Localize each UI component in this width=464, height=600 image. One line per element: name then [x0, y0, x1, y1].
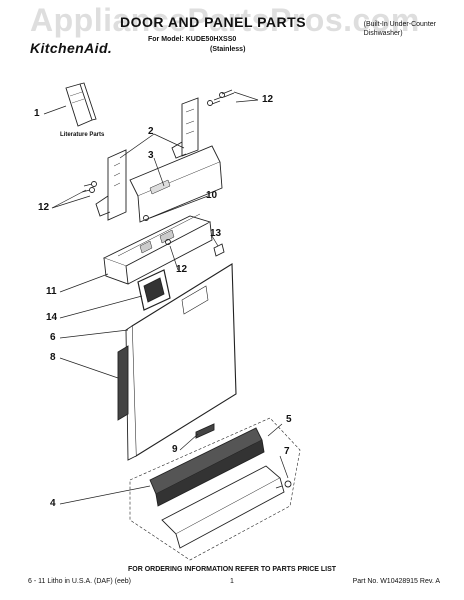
literature-parts-label: Literature Parts: [60, 132, 105, 138]
callout-8: 8: [50, 352, 56, 363]
ordering-note: FOR ORDERING INFORMATION REFER TO PARTS …: [127, 566, 337, 573]
callout-5: 5: [286, 414, 292, 425]
control-panel-frame: [129, 145, 223, 223]
latch-clip: [213, 243, 225, 257]
appliance-type-line1: (Built-In Under-Counter: [363, 21, 436, 28]
leader-lines: [43, 91, 289, 505]
appliance-type: (Built-In Under-Counter Dishwasher): [364, 20, 436, 38]
hinge-screws-right: [207, 89, 235, 106]
toe-panel-insulation: [149, 427, 265, 507]
insulation-pad: [117, 345, 129, 421]
door-handle: [137, 269, 171, 311]
page-title: DOOR AND PANEL PARTS: [120, 14, 307, 30]
left-hinge-bracket: [95, 149, 127, 221]
callout-1: 1: [34, 108, 40, 119]
litho-info: 6 - 11 Litho in U.S.A. (DAF) (eeb): [28, 578, 131, 585]
appliance-type-line2: Dishwasher): [363, 30, 403, 37]
callout-3: 3: [148, 150, 154, 161]
callout-12-left: 12: [38, 202, 50, 213]
callout-4: 4: [50, 498, 56, 509]
toe-panel: [129, 417, 301, 561]
callout-12-mid: 12: [176, 264, 188, 275]
callout-2: 2: [148, 126, 154, 137]
finish-label: (Stainless): [210, 46, 246, 53]
watermark: AppliancePartsPros.com: [30, 2, 420, 38]
outer-door-panel: [125, 263, 237, 461]
control-assembly: [102, 213, 213, 285]
callout-9: 9: [172, 444, 178, 455]
part-number: Part No. W10428915 Rev. A: [352, 578, 440, 585]
door-label: [195, 423, 215, 439]
callout-7: 7: [284, 446, 290, 457]
callout-14: 14: [46, 312, 58, 323]
callout-10: 10: [206, 190, 218, 201]
literature-booklet: [65, 82, 97, 127]
model-line: For Model: KUDE50HXSS0: [148, 36, 237, 43]
callout-12-top: 12: [262, 94, 274, 105]
right-hinge-bracket: [171, 97, 199, 159]
brand-logo: KitchenAid.: [30, 40, 113, 56]
callout-6: 6: [50, 332, 56, 343]
page-number: 1: [230, 578, 234, 585]
callout-13: 13: [210, 228, 222, 239]
toe-panel-screw: [275, 480, 292, 489]
callout-11: 11: [46, 286, 57, 297]
